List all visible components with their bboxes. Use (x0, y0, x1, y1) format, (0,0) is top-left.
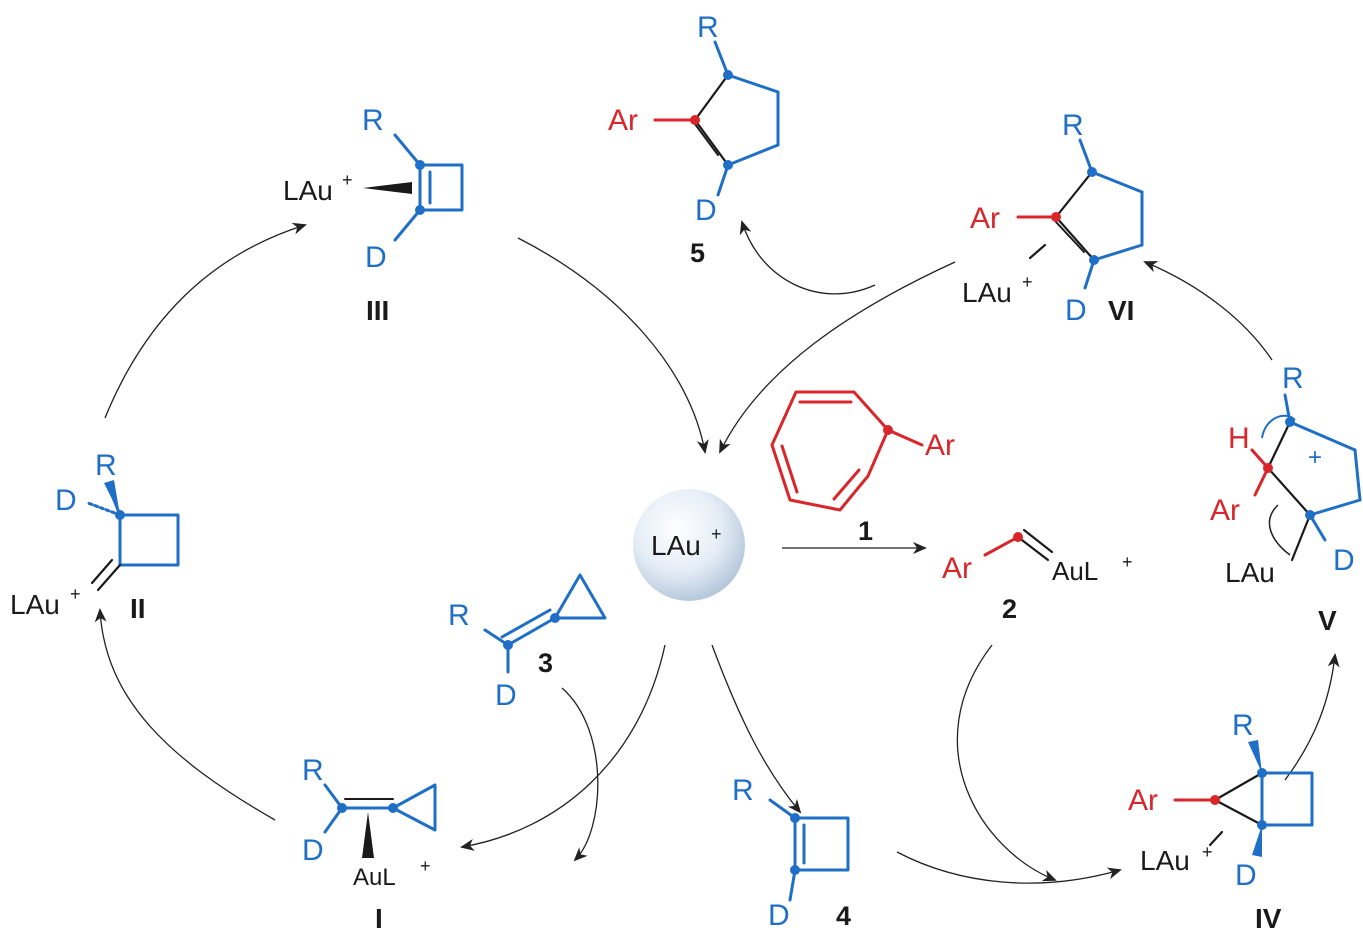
catalyst-label: LAu (651, 530, 701, 561)
intermediate-label-V: V (1318, 605, 1337, 636)
label-charge: + (1022, 272, 1033, 292)
label-D: D (365, 241, 387, 274)
intermediate-II: R D LAu + II (10, 449, 180, 624)
label-Ar: Ar (608, 104, 638, 137)
label-charge: + (70, 584, 81, 604)
intermediate-VI: R Ar LAu + D VI (962, 109, 1144, 327)
catalyst-charge: + (711, 524, 722, 544)
label-D: D (1333, 544, 1355, 577)
compound-label-3: 3 (538, 648, 553, 678)
label-H: H (1228, 422, 1250, 455)
label-AuL: AuL (353, 864, 396, 891)
label-AuL: AuL (1052, 556, 1098, 586)
label-R: R (95, 449, 117, 482)
label-LAu: LAu (1225, 557, 1275, 588)
arrow-V-to-VI (1143, 261, 1273, 361)
arrow-IV-to-V (1284, 653, 1340, 781)
label-D: D (1065, 294, 1087, 327)
catalyst-sphere (633, 489, 745, 601)
label-charge: + (1202, 842, 1213, 862)
arrow-3-to-I (561, 687, 599, 862)
compound-4: R D 4 (732, 774, 851, 932)
compound-5: R Ar D 5 (608, 11, 780, 268)
label-Ar: Ar (942, 552, 972, 585)
label-D: D (695, 194, 717, 227)
intermediate-label-VI: VI (1108, 295, 1134, 326)
intermediate-V: R H Ar + LAu D V (1210, 362, 1362, 636)
intermediate-label-I: I (375, 903, 383, 934)
label-LAu: LAu (10, 589, 60, 620)
intermediate-III: R D LAu + III (283, 104, 464, 326)
label-LAu: LAu (962, 277, 1012, 308)
arrow-VI-to-catalyst (719, 261, 956, 454)
arrow-2-to-IV (956, 644, 1057, 882)
label-charge: + (342, 170, 353, 190)
label-D: D (768, 899, 790, 932)
compound-3: R D 3 (448, 573, 607, 712)
compound-label-5: 5 (690, 238, 705, 268)
arrow-VI-to-5 (739, 220, 876, 295)
arrow-4-to-IV (896, 851, 1122, 884)
label-D: D (495, 679, 517, 712)
intermediate-label-III: III (366, 295, 389, 326)
intermediate-label-II: II (130, 593, 146, 624)
cycle-arrows (94, 220, 1340, 884)
label-Ar: Ar (1128, 784, 1158, 817)
label-R: R (448, 599, 470, 632)
label-D: D (1235, 859, 1257, 892)
label-cation: + (1308, 444, 1322, 471)
label-R: R (302, 754, 324, 787)
label-Ar: Ar (970, 202, 1000, 235)
label-charge: + (420, 856, 431, 876)
compound-label-2: 2 (1002, 594, 1017, 624)
label-D: D (302, 834, 324, 867)
label-R: R (697, 11, 719, 44)
arrow-catalyst-to-I (460, 644, 666, 851)
label-D: D (55, 484, 77, 517)
intermediate-IV: R Ar LAu + D IV (1128, 709, 1314, 934)
compound-1: Ar 1 (770, 390, 955, 546)
label-R: R (1232, 709, 1254, 742)
compound-2: Ar AuL + 2 (942, 528, 1133, 624)
label-R: R (1062, 109, 1084, 142)
label-R: R (732, 774, 754, 807)
arrow-I-to-II (94, 608, 276, 821)
gold-catalyst: LAu + (633, 489, 745, 601)
arrow-III-to-catalyst (517, 237, 709, 454)
compound-label-1: 1 (858, 516, 873, 546)
compound-label-4: 4 (836, 901, 851, 931)
label-LAu: LAu (283, 175, 333, 206)
label-charge: + (1122, 552, 1133, 572)
label-Ar: Ar (1210, 494, 1240, 527)
label-R: R (362, 104, 384, 137)
intermediate-label-IV: IV (1255, 903, 1282, 934)
intermediate-I: R D AuL + I (302, 754, 437, 934)
label-LAu: LAu (1140, 845, 1190, 876)
arrow-II-to-III (104, 222, 307, 419)
arrow-catalyst-to-4 (711, 644, 802, 814)
label-Ar: Ar (925, 429, 955, 462)
label-R: R (1282, 362, 1304, 395)
